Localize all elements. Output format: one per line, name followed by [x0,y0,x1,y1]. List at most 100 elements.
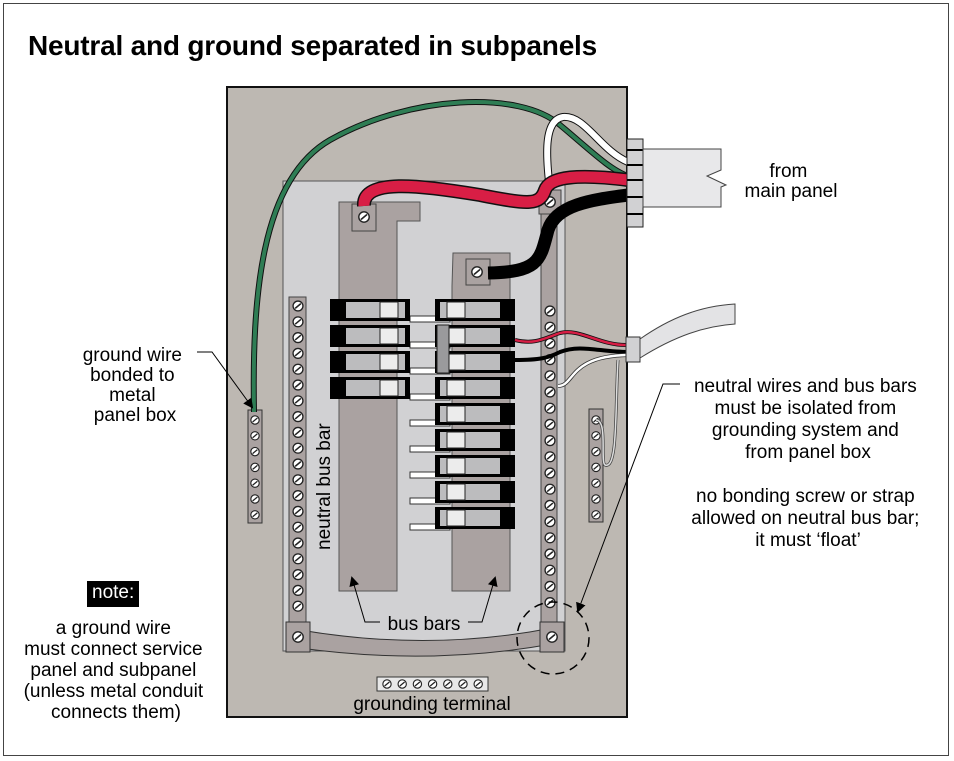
page-title: Neutral and ground separated in subpanel… [28,30,598,61]
neutral-bar-screw [544,499,556,512]
neutral-bar-screw [292,379,304,391]
main-lug-right [465,258,491,286]
neutral-bar-screw [544,434,556,447]
label-neutral-isolated: neutral wires and bus bars must be isola… [694,376,922,463]
bus-bars-leader-left [349,576,380,623]
neutral-bar-screw [544,321,556,333]
inner-panel [282,180,566,652]
neutral-bar-screw [292,553,304,565]
ground-bar-screw [591,509,601,520]
ground-bar-screw [250,446,260,457]
circuit-breaker[interactable] [435,403,515,425]
neutral-bar-screw [292,568,304,581]
ground-bar-screw [591,446,601,457]
neutral-bar-screw [292,316,304,328]
grounding-terminal-screw [382,679,392,689]
breaker-toggle [446,509,466,527]
branch-cable [639,303,736,359]
circuit-breaker[interactable] [330,325,410,347]
circuit-breaker[interactable] [435,507,515,529]
circuit-breaker[interactable] [435,429,515,451]
neutral-bar-screw [292,426,304,439]
label-neutral-bus-bar: neutral bus bar [314,423,335,550]
breaker-toggle [379,379,399,397]
neutral-bar-screw [292,395,304,407]
ground-bar-screw [591,430,601,441]
neutral-bar-screw [544,418,556,431]
diagram-frame [3,3,949,756]
grounding-terminal-screw [427,679,438,689]
double-pole-tie [436,324,450,374]
circuit-breaker[interactable] [330,377,410,399]
isolation-highlight-circle [516,601,590,675]
bus-bars-leader-right [468,576,498,623]
label-bus-bars: bus bars [388,614,461,635]
ground-bar-screw [250,494,260,504]
grounding-terminal-screw [458,679,468,689]
neutral-bar-screw [292,300,304,312]
hot-wire-black [487,188,629,280]
neutral-bar-screw [544,370,556,382]
circuit-breaker[interactable] [435,325,515,347]
breaker-toggle [446,483,466,501]
circuit-breaker[interactable] [330,299,410,321]
neutral-bar-screw [544,402,556,414]
neutral-bar-screw [544,564,556,576]
grounding-terminal-screw [412,679,423,689]
ground-bar-screw [591,462,601,473]
neutral-bar-screw [292,584,304,597]
neutral-bar-screw [544,305,556,317]
ground-bar-screw [250,478,260,488]
circuit-breaker[interactable] [435,299,515,321]
breaker-toggle [379,301,399,319]
neutral-bar-screw [544,532,556,544]
neutral-bar-screw [544,386,556,398]
neutral-bar-screw [292,410,304,423]
neutral-bar-screw [292,347,304,360]
neutral-bar-screw [544,467,556,479]
grounding-terminal-screw [442,679,453,689]
neutral-bar-screw [292,521,304,533]
ground-bar-screw [250,509,260,520]
circuit-breaker[interactable] [330,351,410,373]
ground-bar-screw [250,415,260,425]
neutral-bar-screw [292,331,304,344]
neutral-bar-screw [292,474,304,486]
ground-bar-screw [250,462,260,473]
circuit-breaker[interactable] [435,377,515,399]
neutral-bar-screw [292,458,304,470]
breaker-toggle [446,327,466,345]
neutral-bar-screw [544,483,556,495]
breaker-toggle [446,301,466,319]
neutral-bar-screw [292,363,304,375]
breaker-toggle [446,431,466,449]
neutral-bar-screw [292,505,304,518]
breaker-toggle [446,457,466,475]
ground-bar-screw [591,494,601,504]
branch-cable-connector [625,336,641,363]
neutral-bar-screw [292,489,304,502]
neutral-isolation-leader [576,383,680,613]
circuit-breaker[interactable] [435,481,515,503]
neutral-bar-screw [292,537,304,549]
neutral-bar-screw [544,515,556,528]
neutral-bar-screw [544,451,556,463]
note-text: a ground wire must connect service panel… [24,618,209,723]
breakers [330,299,515,529]
circuit-breaker[interactable] [435,455,515,477]
label-grounding-terminal: grounding terminal [353,694,510,715]
main-panel-cable [642,148,728,208]
grounding-terminal-screw [397,679,408,689]
breaker-toggle [446,353,466,371]
ground-bar-screw [250,430,260,441]
label-no-bonding: no bonding screw or strap allowed on neu… [691,486,924,551]
label-ground-wire: ground wire bonded to metal panel box [83,345,188,426]
neutral-bar-screw [292,442,304,454]
label-from-main-panel: from main panel [745,161,838,202]
breaker-toggle [446,379,466,397]
neutral-bar-screw [292,600,304,612]
breaker-toggle [379,327,399,345]
breaker-toggle [446,405,466,423]
circuit-breaker[interactable] [435,351,515,373]
